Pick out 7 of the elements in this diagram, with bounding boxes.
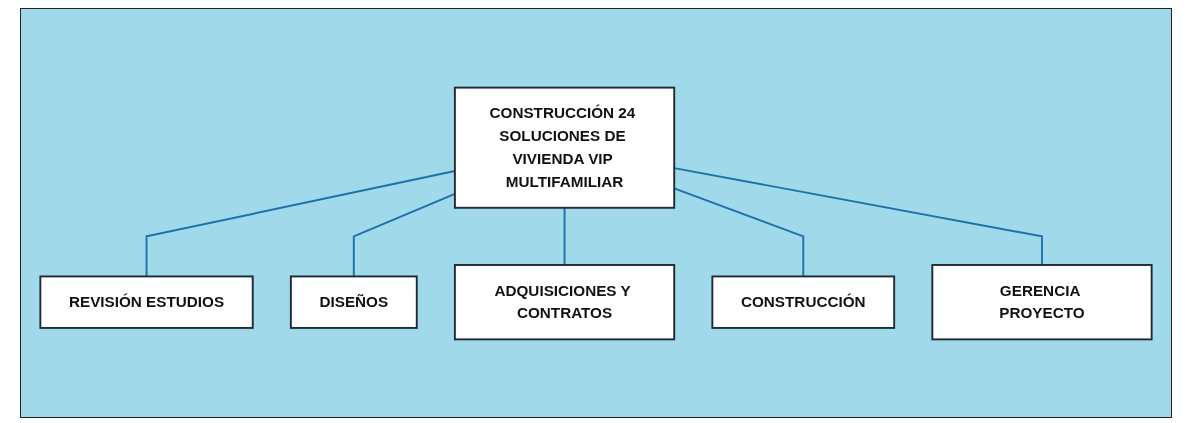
node-box: ADQUISICIONES Y CONTRATOS xyxy=(453,263,676,340)
node-box: DISEÑOS xyxy=(289,275,418,329)
connector xyxy=(563,206,566,266)
node-box: GERENCIA PROYECTO xyxy=(931,263,1153,340)
node-box: CONSTRUCCIÓN 24 SOLUCIONES DE VIVIENDA VIP MULTIFAMILIAR xyxy=(453,86,676,209)
node-box: CONSTRUCCIÓN xyxy=(711,275,896,329)
node-box: REVISIÓN ESTUDIOS xyxy=(39,275,254,329)
